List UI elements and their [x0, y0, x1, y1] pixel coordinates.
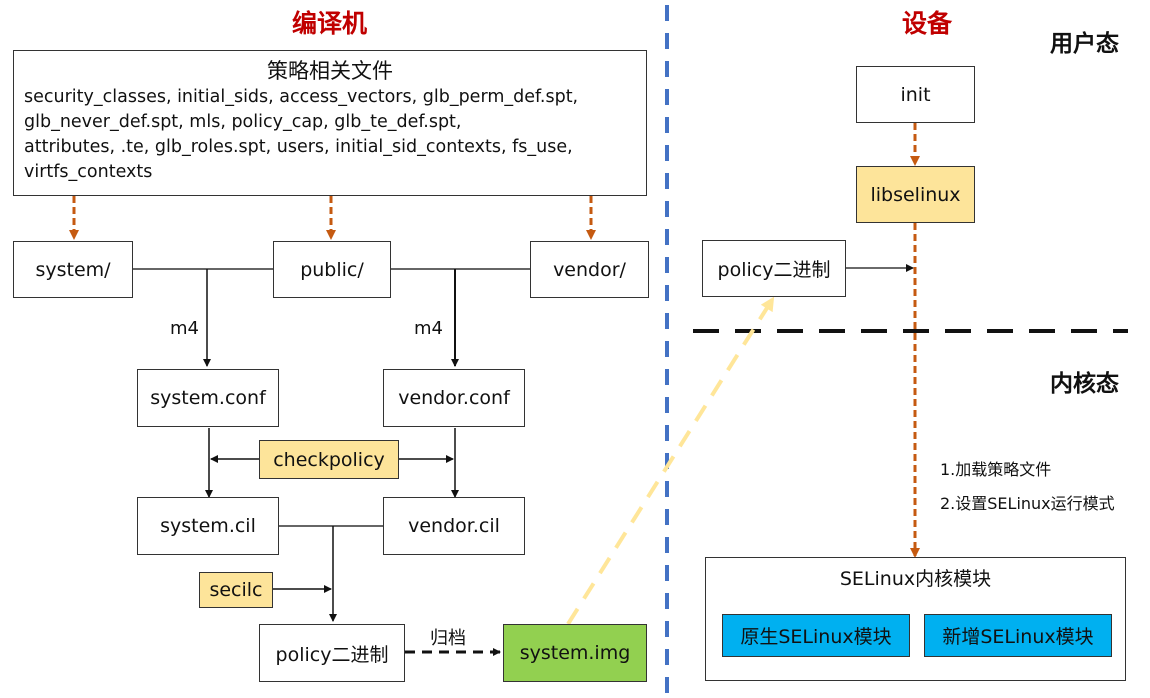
deploy-arrow — [566, 296, 775, 626]
system-dir-box: system/ — [13, 241, 133, 298]
vendor-cil-box: vendor.cil — [383, 497, 525, 555]
kernel-mode-label: 内核态 — [1050, 371, 1119, 397]
public-dir-box: public/ — [273, 241, 391, 298]
device-policy-binary-box: policy二进制 — [702, 240, 846, 297]
device-title: 设备 — [902, 9, 953, 38]
new-selinux-module-box: 新增SELinux模块 — [924, 614, 1112, 657]
policy-files-line: security_classes, initial_sids, access_v… — [24, 87, 579, 107]
user-mode-label: 用户态 — [1050, 31, 1119, 57]
m4-label-left: m4 — [170, 318, 199, 339]
selinux-kernel-module-title: SELinux内核模块 — [839, 568, 992, 590]
policy-files-line: virtfs_contexts — [24, 162, 153, 182]
system-img-box: system.img — [503, 624, 647, 682]
init-box: init — [856, 66, 975, 123]
archive-label: 归档 — [430, 628, 466, 649]
policy-files-title: 策略相关文件 — [267, 59, 393, 83]
libselinux-box: libselinux — [856, 166, 975, 223]
policy-files-box: 策略相关文件 security_classes, initial_sids, a… — [13, 50, 647, 196]
policy-files-line: glb_never_def.spt, mls, policy_cap, glb_… — [24, 112, 462, 132]
step1-label: 1.加载策略文件 — [940, 460, 1052, 479]
vendor-dir-box: vendor/ — [530, 241, 649, 298]
secilc-box: secilc — [199, 572, 273, 608]
policy-files-line: attributes, .te, glb_roles.spt, users, i… — [24, 137, 573, 157]
system-conf-box: system.conf — [137, 369, 279, 427]
checkpolicy-box: checkpolicy — [259, 440, 399, 479]
m4-label-right: m4 — [414, 318, 443, 339]
native-selinux-module-box: 原生SELinux模块 — [722, 614, 910, 657]
system-cil-box: system.cil — [137, 497, 279, 555]
compiler-title: 编译机 — [292, 9, 368, 38]
step2-label: 2.设置SELinux运行模式 — [940, 494, 1115, 513]
vendor-conf-box: vendor.conf — [383, 369, 525, 427]
policy-binary-box: policy二进制 — [259, 624, 405, 682]
